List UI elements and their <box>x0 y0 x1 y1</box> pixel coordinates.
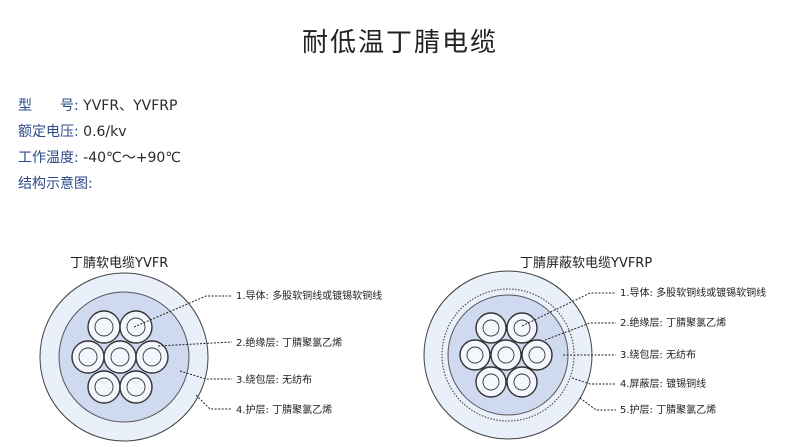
left-leader-2 <box>157 341 233 347</box>
right-core <box>506 312 538 344</box>
left-core <box>87 310 121 344</box>
spec-temperature-value: -40℃～+90℃ <box>83 150 182 166</box>
right-leader-4 <box>571 377 616 385</box>
left-core <box>103 340 137 374</box>
left-core <box>71 340 105 374</box>
left-cable-caption: 丁腈软电缆YVFR <box>70 256 169 271</box>
left-cable-cross-section <box>39 272 209 442</box>
left-core <box>119 370 153 404</box>
spec-voltage-value: 0.6/kv <box>83 124 127 140</box>
left-cores <box>71 310 169 404</box>
right-core <box>475 312 507 344</box>
right-label-5: 5.护层: 丁腈聚氯乙烯 <box>620 403 716 416</box>
spec-voltage-label: 额定电压: <box>18 124 79 140</box>
left-label-2: 2.绝缘层: 丁腈聚氯乙烯 <box>236 336 342 349</box>
right-label-4: 4.屏蔽层: 镀锡铜线 <box>620 377 706 390</box>
right-core-rings <box>466 319 546 391</box>
left-label-1: 1.导体: 多股软铜线或镀锡软铜线 <box>236 289 382 302</box>
spec-voltage: 额定电压: 0.6/kv <box>18 121 127 141</box>
left-core-rings <box>78 317 162 397</box>
spec-structure: 结构示意图: <box>18 173 93 193</box>
left-label-4: 4.护层: 丁腈聚氯乙烯 <box>236 403 332 416</box>
right-leader-5 <box>579 397 616 411</box>
right-label-3: 3.绕包层: 无纺布 <box>620 348 696 361</box>
right-core <box>490 339 522 371</box>
right-cores <box>459 312 553 398</box>
right-leaders <box>521 292 616 411</box>
right-cable-caption: 丁腈屏蔽软电缆YVFRP <box>520 256 653 271</box>
spec-model-value: YVFR、YVFRP <box>83 98 178 114</box>
left-core <box>87 370 121 404</box>
right-label-2: 2.绝缘层: 丁腈聚氯乙烯 <box>620 316 726 329</box>
left-leader-4 <box>195 394 232 410</box>
left-leader-1 <box>133 295 232 328</box>
right-label-1: 1.导体: 多股软铜线或镀锡软铜线 <box>620 286 766 299</box>
right-core <box>506 366 538 398</box>
spec-temperature: 工作温度: -40℃～+90℃ <box>18 147 181 167</box>
right-core <box>459 339 491 371</box>
right-cable-cross-section <box>423 270 593 440</box>
left-core <box>135 340 169 374</box>
right-core <box>521 339 553 371</box>
spec-structure-label: 结构示意图: <box>18 176 93 192</box>
left-leaders <box>133 295 233 410</box>
spec-model-label: 型 号: <box>18 98 79 114</box>
right-leader-1 <box>521 292 616 327</box>
spec-model: 型 号: YVFR、YVFRP <box>18 95 177 115</box>
page-title: 耐低温丁腈电缆 <box>301 28 498 58</box>
spec-temperature-label: 工作温度: <box>18 150 79 166</box>
left-label-3: 3.绕包层: 无纺布 <box>236 373 312 386</box>
left-core <box>119 310 153 344</box>
right-core <box>475 366 507 398</box>
